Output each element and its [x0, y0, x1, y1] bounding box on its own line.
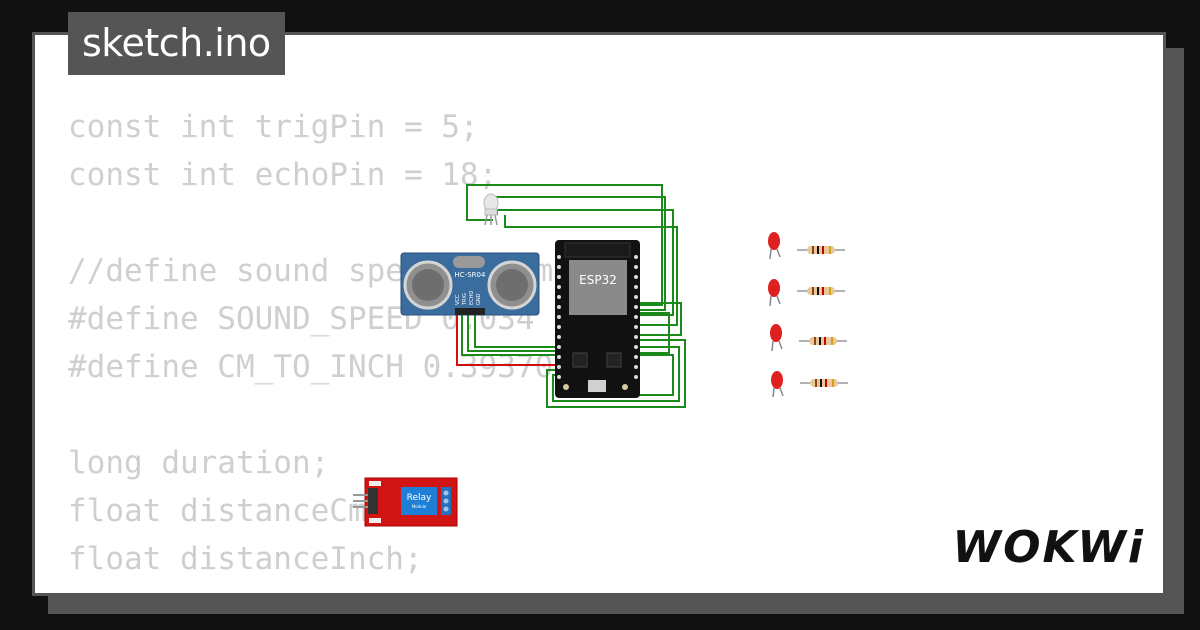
sensor-pin-label: TRIG	[462, 293, 468, 306]
rgb-led	[483, 193, 499, 226]
wire	[635, 312, 670, 354]
relay-module: Relay Module	[353, 477, 458, 527]
code-line: const int trigPin = 5;	[68, 109, 479, 145]
led-resistor-4	[771, 371, 848, 398]
ultrasonic-sensor: HC-SR04 VCC TRIG ECHO GND	[400, 252, 540, 316]
code-line: const int echoPin = 18;	[68, 157, 498, 193]
code-line: float distanceInch;	[68, 541, 423, 577]
sensor-pin-label: VCC	[455, 294, 461, 305]
circuit-diagram: HC-SR04 VCC TRIG ECHO GND ESP32	[353, 184, 848, 527]
wire	[552, 346, 680, 402]
wire	[474, 313, 555, 348]
wire	[461, 313, 555, 356]
wire	[467, 313, 555, 352]
wire	[635, 302, 682, 336]
wire	[504, 215, 678, 326]
sensor-pin-label: ECHO	[469, 291, 475, 305]
relay-label: Relay	[407, 493, 432, 503]
code-line: float distanceCm;	[68, 493, 386, 529]
led-resistor-1	[768, 232, 845, 260]
sensor-pin-label: GND	[476, 293, 482, 305]
relay-sublabel: Module	[412, 504, 427, 509]
mcu-label: ESP32	[579, 273, 617, 287]
wire	[466, 184, 663, 306]
wire	[546, 339, 686, 408]
wokwi-logo: WOKWi	[952, 522, 1145, 573]
wire-red	[456, 313, 555, 366]
code-line: long duration;	[68, 445, 330, 481]
code-card: const int trigPin = 5; const int echoPin …	[32, 32, 1166, 596]
file-tab[interactable]: sketch.ino	[68, 12, 285, 75]
esp32-board: ESP32	[555, 240, 640, 398]
led-resistor-2	[768, 279, 845, 307]
sensor-label: HC-SR04	[455, 271, 486, 279]
led-resistor-3	[770, 324, 847, 352]
